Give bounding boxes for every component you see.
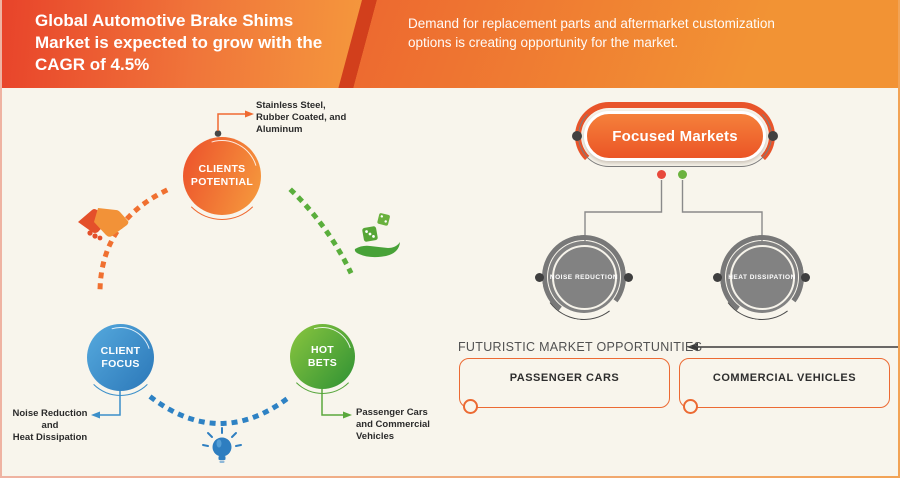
- dice-hand-icon: [354, 213, 400, 258]
- opportunity-label: COMMERCIAL VEHICLES: [712, 372, 857, 384]
- opportunity-label: PASSENGER CARS: [509, 372, 620, 384]
- dotted-arc-orange: [97, 187, 169, 294]
- anchor-dot: [768, 131, 778, 141]
- arrowhead-right-icon: [343, 411, 352, 419]
- opportunity-box-passenger-cars: PASSENGER CARS: [459, 358, 670, 414]
- lightbulb-icon: [202, 427, 242, 463]
- anchor-dot: [572, 131, 582, 141]
- branch-dot-green: [678, 170, 687, 179]
- node-label: NOISE REDUCTION: [549, 273, 619, 281]
- focused-markets-pill: Focused Markets: [584, 111, 766, 161]
- node-label: CLIENTS POTENTIAL: [190, 163, 254, 188]
- node-label: HEAT DISSIPATION: [728, 273, 796, 281]
- dotted-arc-blue: [148, 394, 292, 426]
- opportunities-heading: FUTURISTIC MARKET OPPORTUNITIES: [458, 340, 703, 354]
- opportunity-box-commercial-vehicles: COMMERCIAL VEHICLES: [679, 358, 890, 414]
- dotted-arc-green: [288, 187, 354, 275]
- anchor-dot: [535, 273, 544, 282]
- node-heat-dissipation: HEAT DISSIPATION: [713, 228, 811, 326]
- node-noise-reduction: NOISE REDUCTION: [535, 228, 633, 326]
- tree-connector-left: [584, 180, 663, 242]
- annotation-clients-potential: Stainless Steel, Rubber Coated, and Alum…: [256, 100, 347, 135]
- node-hot-bets: HOT BETS: [282, 316, 363, 397]
- branch-dot-red: [657, 170, 666, 179]
- annotation-client-focus: Noise Reduction and Heat Dissipation: [12, 408, 88, 443]
- page-title: Global Automotive Brake Shims Market is …: [35, 11, 323, 74]
- node-label: HOT BETS: [307, 343, 338, 369]
- annotation-hot-bets: Passenger Cars and Commercial Vehicles: [356, 407, 430, 442]
- anchor-dot: [713, 273, 722, 282]
- node-label: CLIENT FOCUS: [100, 344, 141, 370]
- corner-circle: [463, 399, 478, 414]
- tree-connector-right: [681, 180, 763, 242]
- corner-circle: [683, 399, 698, 414]
- anchor-dot: [801, 273, 810, 282]
- connector-clients-potential: [217, 113, 245, 131]
- arrowhead-right-icon: [245, 110, 254, 118]
- node-client-focus: CLIENT FOCUS: [79, 316, 162, 399]
- page-subtitle: Demand for replacement parts and afterma…: [408, 16, 775, 50]
- arrowhead-left-icon: [91, 411, 100, 419]
- anchor-dot: [624, 273, 633, 282]
- focused-markets-group: Focused Markets: [572, 102, 778, 170]
- node-clients-potential: CLIENTS POTENTIAL: [173, 127, 271, 225]
- handshake-icon: [78, 208, 129, 241]
